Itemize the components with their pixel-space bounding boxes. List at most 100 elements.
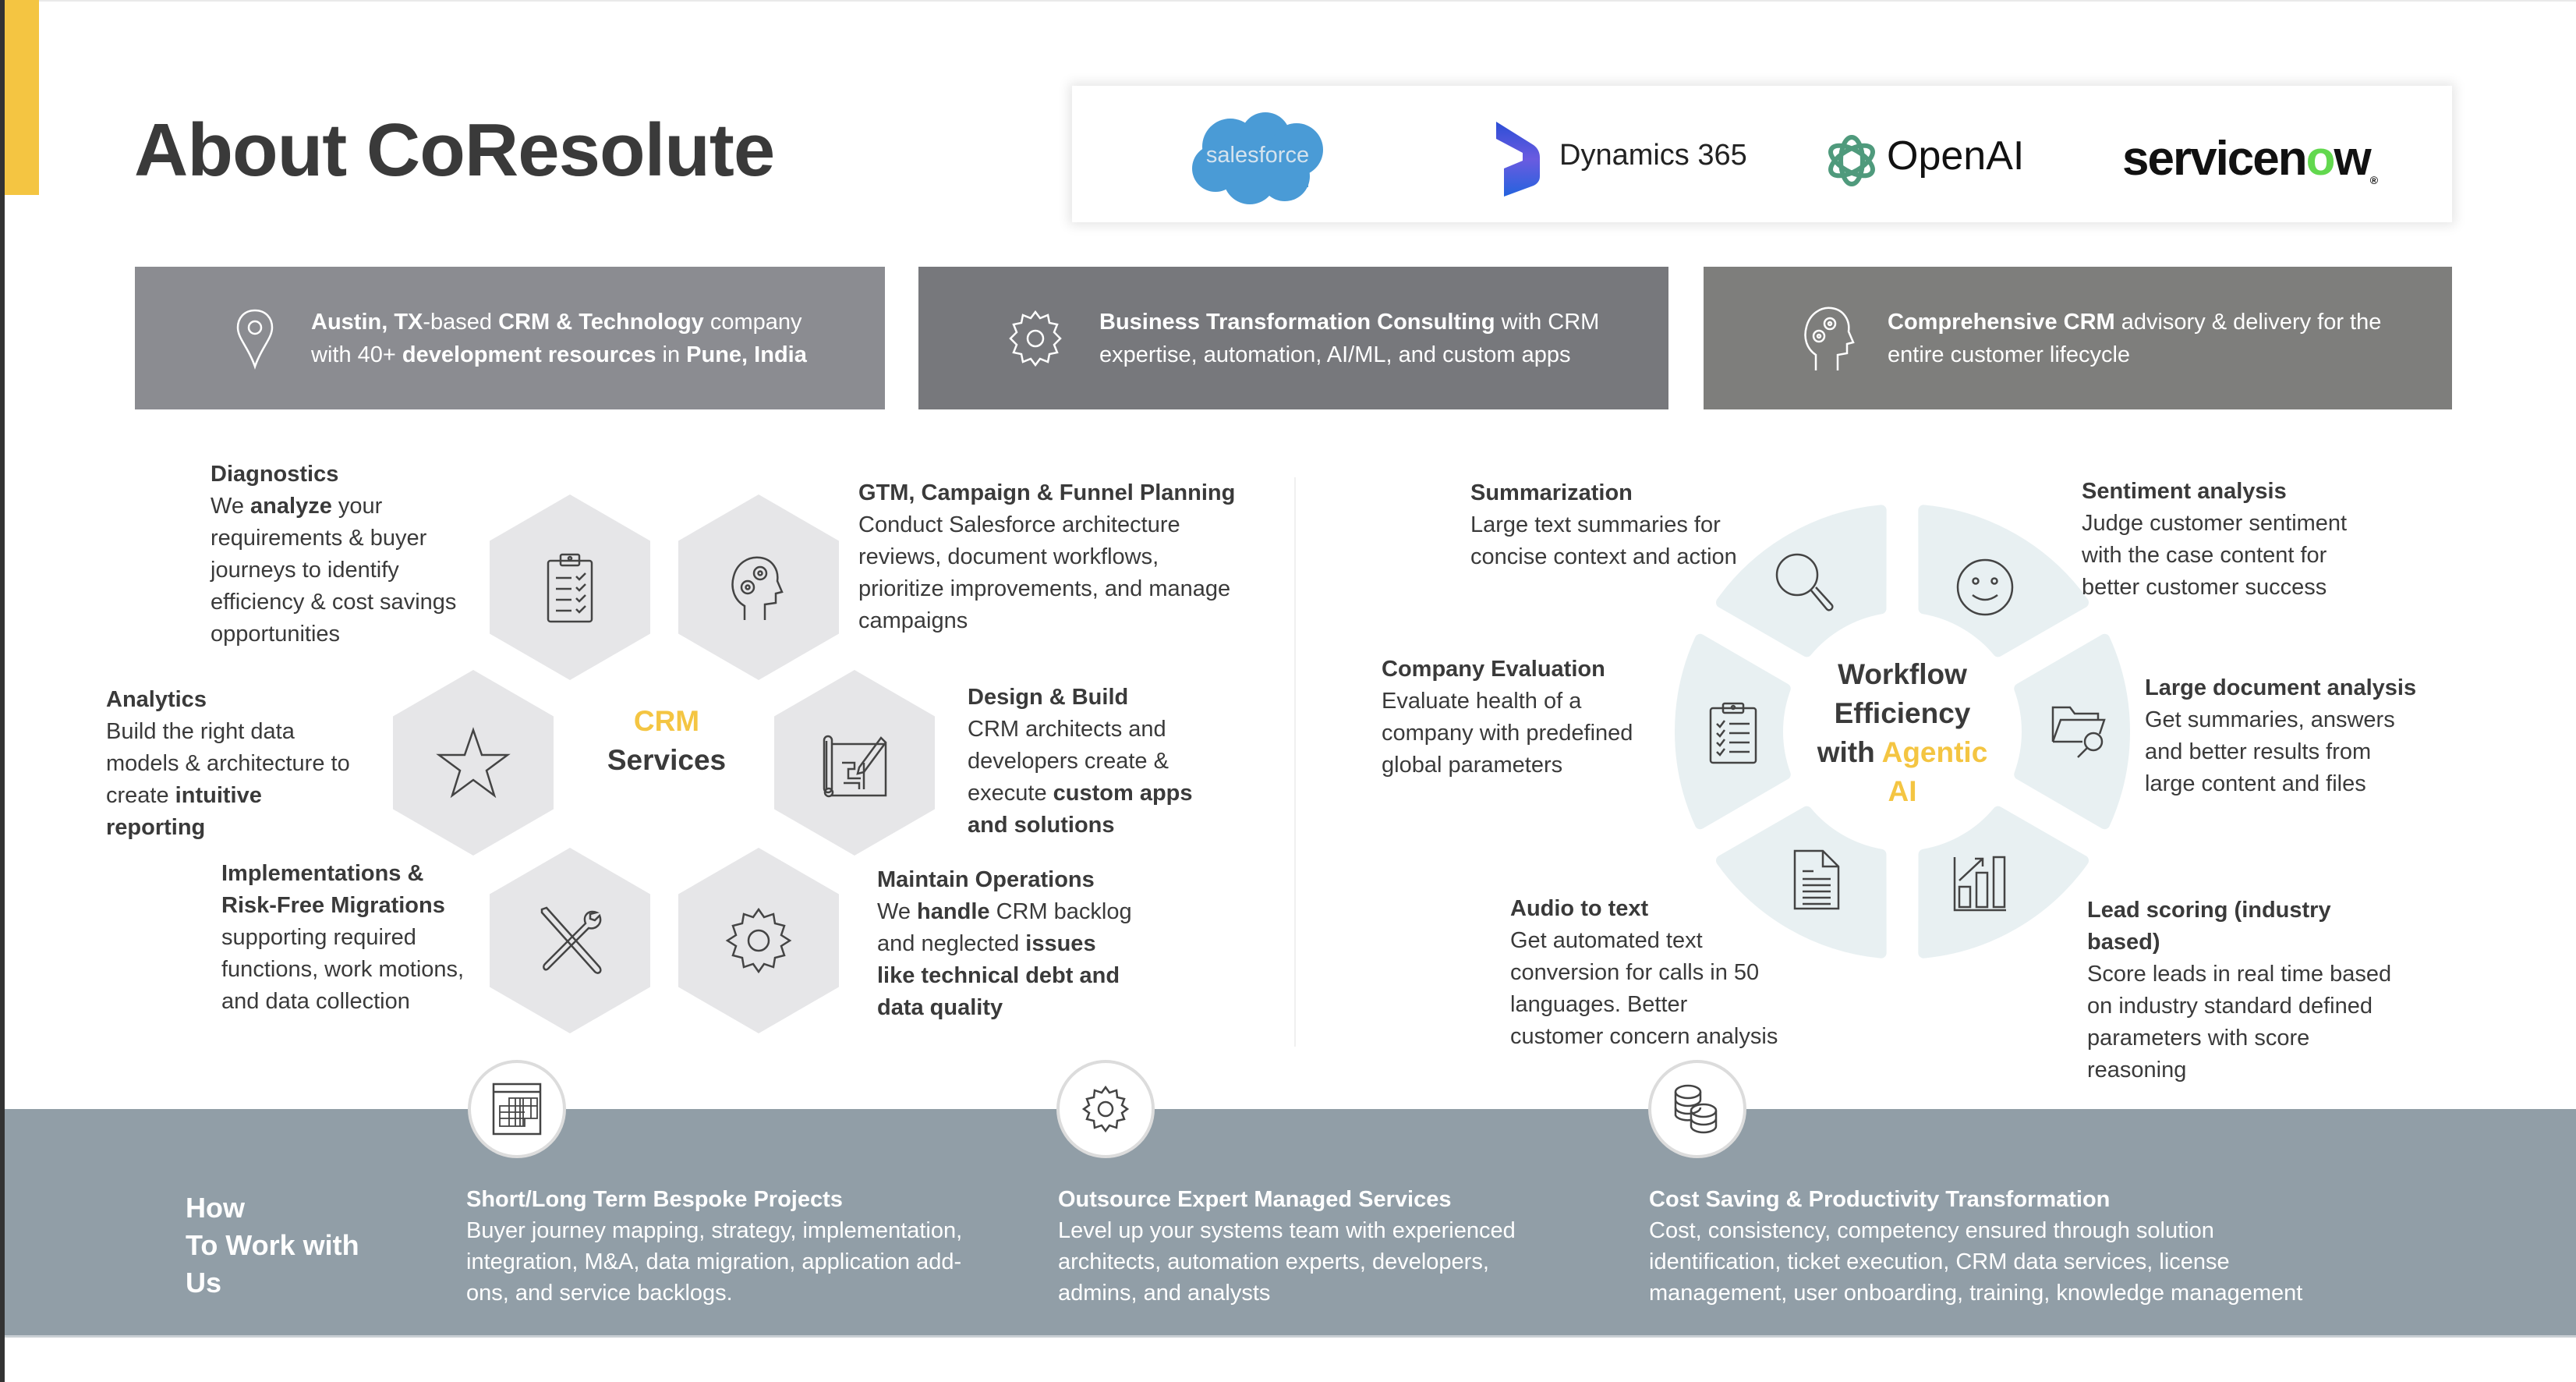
text-line: identification, ticket execution, CRM da… (1649, 1249, 2230, 1274)
info-bar-location: Austin, TX-based CRM & Technology compan… (135, 267, 885, 409)
gear-icon (725, 907, 792, 974)
salesforce-cloud-logo (1192, 112, 1323, 204)
head-gears-icon (1804, 307, 1855, 370)
bold-text: intuitive (175, 783, 262, 808)
service-diagnostics: Diagnostics We analyze your requirements … (211, 459, 456, 650)
bold-text: development resources (402, 342, 656, 367)
ai-word: AI (1888, 775, 1917, 807)
text: and data collection (221, 989, 410, 1014)
service-title-line1: Implementations & (221, 861, 424, 886)
text-line: languages. Better (1510, 992, 1688, 1017)
workflow-title-line2: based) (2087, 930, 2160, 955)
text: with CRM (1495, 309, 1600, 335)
text-line: customer concern analysis (1510, 1024, 1778, 1049)
openai-knot-logo (1828, 135, 1875, 186)
with-word: with (1817, 736, 1882, 768)
method-icon-circle (1648, 1060, 1746, 1158)
text-line: concise context and action (1470, 544, 1737, 569)
text: advisory & delivery for the (2114, 309, 2382, 335)
workflow-title: Audio to text (1510, 896, 1649, 921)
salesforce-label: salesforce (1205, 143, 1310, 168)
bold-text: and solutions (968, 813, 1115, 838)
text: CRM architects and (968, 717, 1166, 742)
bar-chart-growth-icon (1953, 856, 2006, 912)
workflow-line3: with Agentic (1793, 733, 2012, 772)
text: requirements & buyer (211, 526, 427, 551)
hex-analytics (393, 670, 554, 856)
text: -based (423, 309, 499, 335)
bold-text: Comprehensive CRM (1888, 309, 2115, 335)
wheel-segment-audio (1715, 806, 1887, 959)
bold-text: Austin, TX (311, 309, 423, 335)
text: execute (968, 781, 1053, 806)
text: your (331, 494, 383, 519)
wheel-segment-summarization (1715, 505, 1887, 657)
workflow-title: Summarization (1470, 480, 1633, 505)
text: entire customer lifecycle (1888, 342, 2131, 367)
text-line: Buyer journey mapping, strategy, impleme… (466, 1218, 963, 1243)
text: in (656, 342, 687, 367)
text-line: To Work with (186, 1229, 359, 1261)
bold-text: issues (1025, 931, 1096, 956)
gear-icon (1009, 310, 1062, 367)
text: campaigns (858, 608, 968, 633)
wheel-segment-sentiment (1918, 505, 2089, 657)
agentic-word: Agentic (1881, 736, 1988, 768)
text: journeys to identify (211, 558, 399, 583)
workflow-title-line1: Lead scoring (industry (2087, 898, 2331, 923)
text: supporting required (221, 925, 416, 950)
dynamics-365-label: Dynamics 365 (1559, 139, 1747, 172)
registered-mark: ® (2369, 174, 2378, 186)
band-bottom-line (5, 1335, 2576, 1338)
text-line: conversion for calls in 50 (1510, 960, 1760, 985)
text-line: Level up your systems team with experien… (1058, 1218, 1516, 1243)
clipboard-checklist-icon (547, 553, 593, 623)
section-divider (1294, 477, 1296, 1047)
text: opportunities (211, 622, 341, 647)
text-line: company with predefined (1382, 721, 1633, 746)
text: reviews, document workflows, (858, 544, 1159, 569)
service-description: We analyze your requirements & buyer journ… (211, 494, 456, 647)
servicenow-label-pre: servicen (2122, 132, 2308, 186)
method-description: Cost, consistency, competency ensured th… (1649, 1218, 2302, 1306)
text: efficiency & cost savings (211, 590, 457, 615)
service-title: Diagnostics (211, 462, 339, 487)
servicenow-label-o: o (2305, 132, 2336, 186)
folder-search-icon (2051, 706, 2106, 758)
text: functions, work motions, (221, 957, 465, 982)
text: We (877, 899, 918, 924)
top-edge (0, 0, 2576, 2)
openai-label: OpenAI (1887, 133, 2025, 179)
text-line: ons, and service backlogs. (466, 1281, 733, 1306)
smiley-face-icon (1956, 558, 2014, 616)
text-line: Judge customer sentiment (2082, 511, 2348, 536)
bold-text: handle (917, 899, 990, 924)
gear-icon (1081, 1085, 1130, 1133)
service-gtm: GTM, Campaign & Funnel Planning Conduct … (858, 477, 1235, 637)
text-line: management, user onboarding, training, k… (1649, 1281, 2303, 1306)
service-implementations: Implementations & Risk-Free Migrations s… (221, 858, 464, 1018)
services-word: Services (607, 744, 727, 776)
crm-word: CRM (633, 705, 700, 737)
text-line: on industry standard defined (2087, 994, 2373, 1019)
method-managed-services: Outsource Expert Managed Services Level … (1058, 1184, 1516, 1309)
workflow-wheel (1675, 505, 2130, 959)
magnifier-icon (1775, 553, 1834, 611)
bold-text: analyze (250, 494, 332, 519)
text: company (703, 309, 802, 335)
text: We (211, 494, 251, 519)
bold-text: reporting (106, 815, 206, 840)
method-description: Buyer journey mapping, strategy, impleme… (466, 1218, 962, 1306)
bold-text: custom apps (1053, 781, 1193, 806)
text: developers create & (968, 749, 1169, 774)
service-title: GTM, Campaign & Funnel Planning (858, 480, 1236, 505)
map-pin-icon (236, 309, 274, 370)
document-text-icon (1793, 849, 1840, 910)
text-line: large content and files (2145, 771, 2366, 796)
method-title: Outsource Expert Managed Services (1058, 1187, 1452, 1212)
